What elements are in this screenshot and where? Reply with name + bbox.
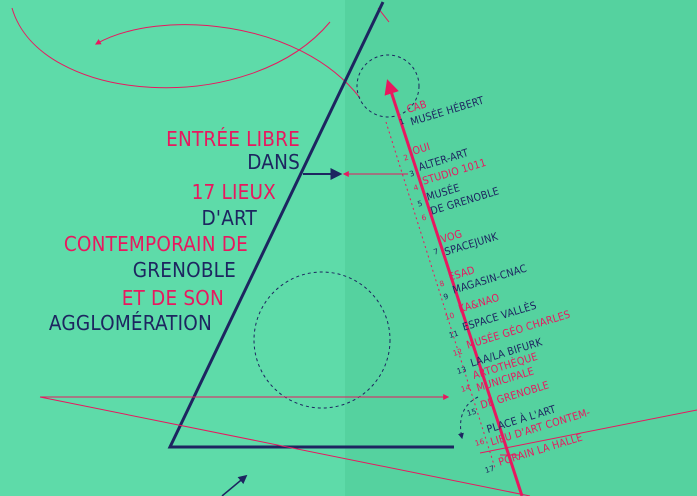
- headline-line-6: GRENOBLE: [132, 258, 236, 282]
- venue-number: 9: [442, 291, 450, 302]
- pink-diagonal-line: [39, 396, 531, 496]
- dashed-circle-small: [356, 54, 420, 118]
- dashed-curve-arrow: [458, 396, 479, 440]
- venue-number: 16: [473, 436, 486, 449]
- venue-number: 15: [465, 406, 478, 419]
- headline-line-4: D'ART: [201, 206, 257, 230]
- venue-number: 17: [483, 463, 496, 476]
- pink-dashed-track: [385, 121, 496, 469]
- navy-triangle: [167, 1, 454, 449]
- dashed-circle-large: [253, 271, 391, 409]
- venue-number: 6: [420, 212, 428, 223]
- navy-bottom-arrow: [221, 474, 248, 496]
- venue-number: 13: [455, 364, 468, 377]
- venue-number: 7: [432, 246, 440, 257]
- pink-diagonal-line-2: [479, 409, 697, 454]
- headline-line-7: ET DE SON: [121, 286, 224, 310]
- venue-number: 12: [451, 346, 464, 359]
- headline-line-5: CONTEMPORAIN DE: [63, 232, 248, 256]
- venue-number: 14: [459, 382, 472, 395]
- pink-main-line: [384, 79, 524, 496]
- venue-number: 2: [402, 152, 410, 163]
- top-arc-outer: [11, 7, 331, 89]
- venue-number: 1: [398, 116, 406, 127]
- top-arc-inner: [94, 24, 361, 99]
- headline-line-1: ENTRÉE LIBRE: [166, 127, 300, 151]
- headline-line-8: AGGLOMÉRATION: [48, 311, 212, 335]
- headline-line-3: 17 LIEUX: [191, 180, 276, 204]
- headline-line-2: DANS: [247, 150, 300, 174]
- venue-number: 10: [443, 310, 456, 323]
- venue-number: 11: [447, 328, 460, 341]
